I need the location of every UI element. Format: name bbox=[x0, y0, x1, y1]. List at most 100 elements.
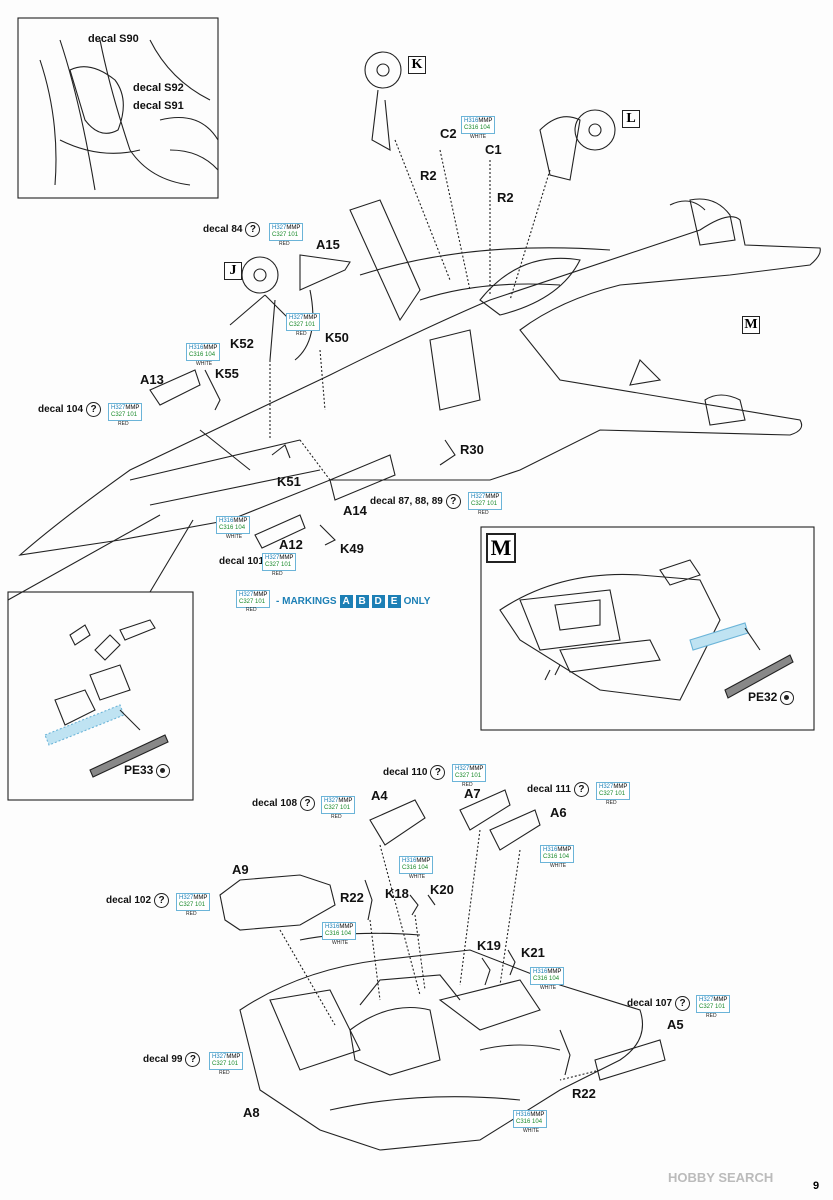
inset-box-top-left bbox=[17, 17, 219, 199]
label-k49: K49 bbox=[340, 541, 364, 556]
box-label-k: K bbox=[408, 56, 426, 74]
label-a7: A7 bbox=[464, 786, 481, 801]
box-label-l: L bbox=[622, 110, 640, 128]
label-k21: K21 bbox=[521, 945, 545, 960]
decal-108: decal 108? bbox=[252, 796, 316, 811]
decal-87-88-89: decal 87, 88, 89? bbox=[370, 494, 461, 509]
paint-name-red: RED bbox=[606, 800, 617, 806]
question-icon: ? bbox=[573, 782, 589, 797]
decal-111: decal 111? bbox=[527, 782, 589, 797]
part-a14 bbox=[329, 454, 396, 501]
decal-107: decal 107? bbox=[627, 996, 691, 1011]
part-a7 bbox=[459, 789, 511, 831]
inset-box-left bbox=[7, 591, 194, 801]
label-decal-s91: decal S91 bbox=[133, 100, 184, 112]
marking-d: D bbox=[371, 594, 385, 608]
marking-e: E bbox=[387, 594, 401, 608]
box-label-j: J bbox=[224, 262, 242, 280]
paint-name-red: RED bbox=[296, 331, 307, 337]
label-k55: K55 bbox=[215, 366, 239, 381]
label-r22-a: R22 bbox=[340, 890, 364, 905]
aircraft-upper-outline bbox=[18, 216, 821, 556]
box-label-m-big: M bbox=[486, 533, 516, 563]
label-decal-s92: decal S92 bbox=[133, 82, 184, 94]
pe32-label: PE32 bbox=[748, 690, 795, 705]
question-icon: ? bbox=[245, 222, 261, 237]
paint-name-red: RED bbox=[186, 911, 197, 917]
inset-box-m bbox=[480, 526, 815, 731]
label-a8: A8 bbox=[243, 1105, 260, 1120]
marking-a: A bbox=[339, 594, 353, 608]
label-a6: A6 bbox=[550, 805, 567, 820]
label-k20: K20 bbox=[430, 882, 454, 897]
decal-84: decal 84? bbox=[203, 222, 261, 237]
label-k18: K18 bbox=[385, 886, 409, 901]
label-r30: R30 bbox=[460, 442, 484, 457]
label-a4: A4 bbox=[371, 788, 388, 803]
label-a14: A14 bbox=[343, 503, 367, 518]
part-a13 bbox=[149, 369, 201, 406]
paint-name-red: RED bbox=[331, 814, 342, 820]
paint-name-red: RED bbox=[219, 1070, 230, 1076]
question-icon: ? bbox=[675, 996, 691, 1011]
label-a5: A5 bbox=[667, 1017, 684, 1032]
question-icon: ? bbox=[86, 402, 102, 417]
paint-name-white: WHITE bbox=[196, 361, 213, 367]
label-a15: A15 bbox=[316, 237, 340, 252]
arrow-circle-icon bbox=[156, 763, 171, 778]
decal-104: decal 104? bbox=[38, 402, 102, 417]
paint-name-white: WHITE bbox=[540, 985, 557, 991]
paint-name-white: WHITE bbox=[470, 134, 487, 140]
label-decal-s90: decal S90 bbox=[88, 33, 139, 45]
part-a5 bbox=[594, 1039, 666, 1081]
paint-name-white: WHITE bbox=[226, 534, 243, 540]
label-k50: K50 bbox=[325, 330, 349, 345]
paint-name-red: RED bbox=[478, 510, 489, 516]
question-icon: ? bbox=[430, 765, 446, 780]
pe33-label: PE33 bbox=[124, 763, 171, 778]
part-a12 bbox=[254, 514, 306, 549]
paint-name-red: RED bbox=[706, 1013, 717, 1019]
marking-b: B bbox=[355, 594, 369, 608]
decal-102: decal 102? bbox=[106, 893, 170, 908]
cockpit-lower-outline bbox=[239, 949, 644, 1151]
page-number: 9 bbox=[813, 1180, 820, 1192]
label-k51: K51 bbox=[277, 474, 301, 489]
label-a12: A12 bbox=[279, 537, 303, 552]
label-r2-a: R2 bbox=[420, 168, 437, 183]
paint-name-red: RED bbox=[462, 782, 473, 788]
decal-99: decal 99? bbox=[143, 1052, 201, 1067]
label-r22-b: R22 bbox=[572, 1086, 596, 1101]
label-k52: K52 bbox=[230, 336, 254, 351]
box-label-m-small: M bbox=[742, 316, 760, 334]
question-icon: ? bbox=[154, 893, 170, 908]
label-r2-b: R2 bbox=[497, 190, 514, 205]
decal-110: decal 110? bbox=[383, 765, 446, 780]
question-icon: ? bbox=[300, 796, 316, 811]
label-c1: C1 bbox=[485, 142, 502, 157]
label-k19: K19 bbox=[477, 938, 501, 953]
paint-name-red: RED bbox=[272, 571, 283, 577]
question-icon: ? bbox=[185, 1052, 201, 1067]
arrow-circle-icon bbox=[780, 690, 795, 705]
label-a9: A9 bbox=[232, 862, 249, 877]
